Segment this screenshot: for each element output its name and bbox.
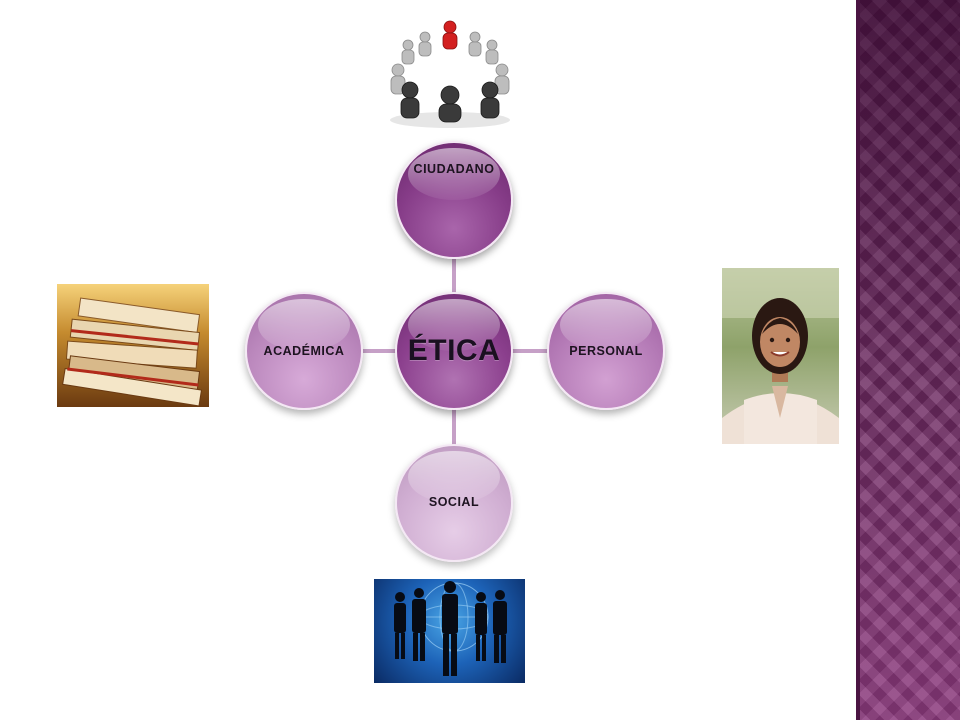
center-label: ÉTICA — [407, 334, 501, 367]
node-gloss — [408, 298, 500, 351]
node-personal-label: PERSONAL — [569, 344, 643, 358]
woman-portrait-image — [722, 268, 839, 444]
node-academica: ACADÉMICA — [245, 292, 363, 410]
decorative-side-band — [856, 0, 960, 720]
node-etica-center: ÉTICA — [395, 292, 513, 410]
node-personal: PERSONAL — [547, 292, 665, 410]
node-social-label: SOCIAL — [428, 495, 480, 509]
connector-right — [511, 349, 549, 353]
people-circle-image — [380, 15, 520, 135]
business-silhouettes-image — [374, 579, 525, 683]
books-image — [57, 284, 209, 407]
connector-top — [452, 259, 456, 294]
node-social: SOCIAL — [395, 444, 513, 562]
node-gloss — [408, 147, 500, 200]
node-gloss — [258, 298, 350, 351]
side-band-edge — [856, 0, 860, 720]
node-ciudadano: CIUDADANO — [395, 141, 513, 259]
node-academica-label: ACADÉMICA — [263, 344, 345, 358]
node-ciudadano-label: CIUDADANO — [413, 162, 495, 176]
node-gloss — [560, 298, 652, 351]
node-gloss — [408, 450, 500, 503]
connector-left — [363, 349, 397, 353]
connector-bottom — [452, 408, 456, 446]
